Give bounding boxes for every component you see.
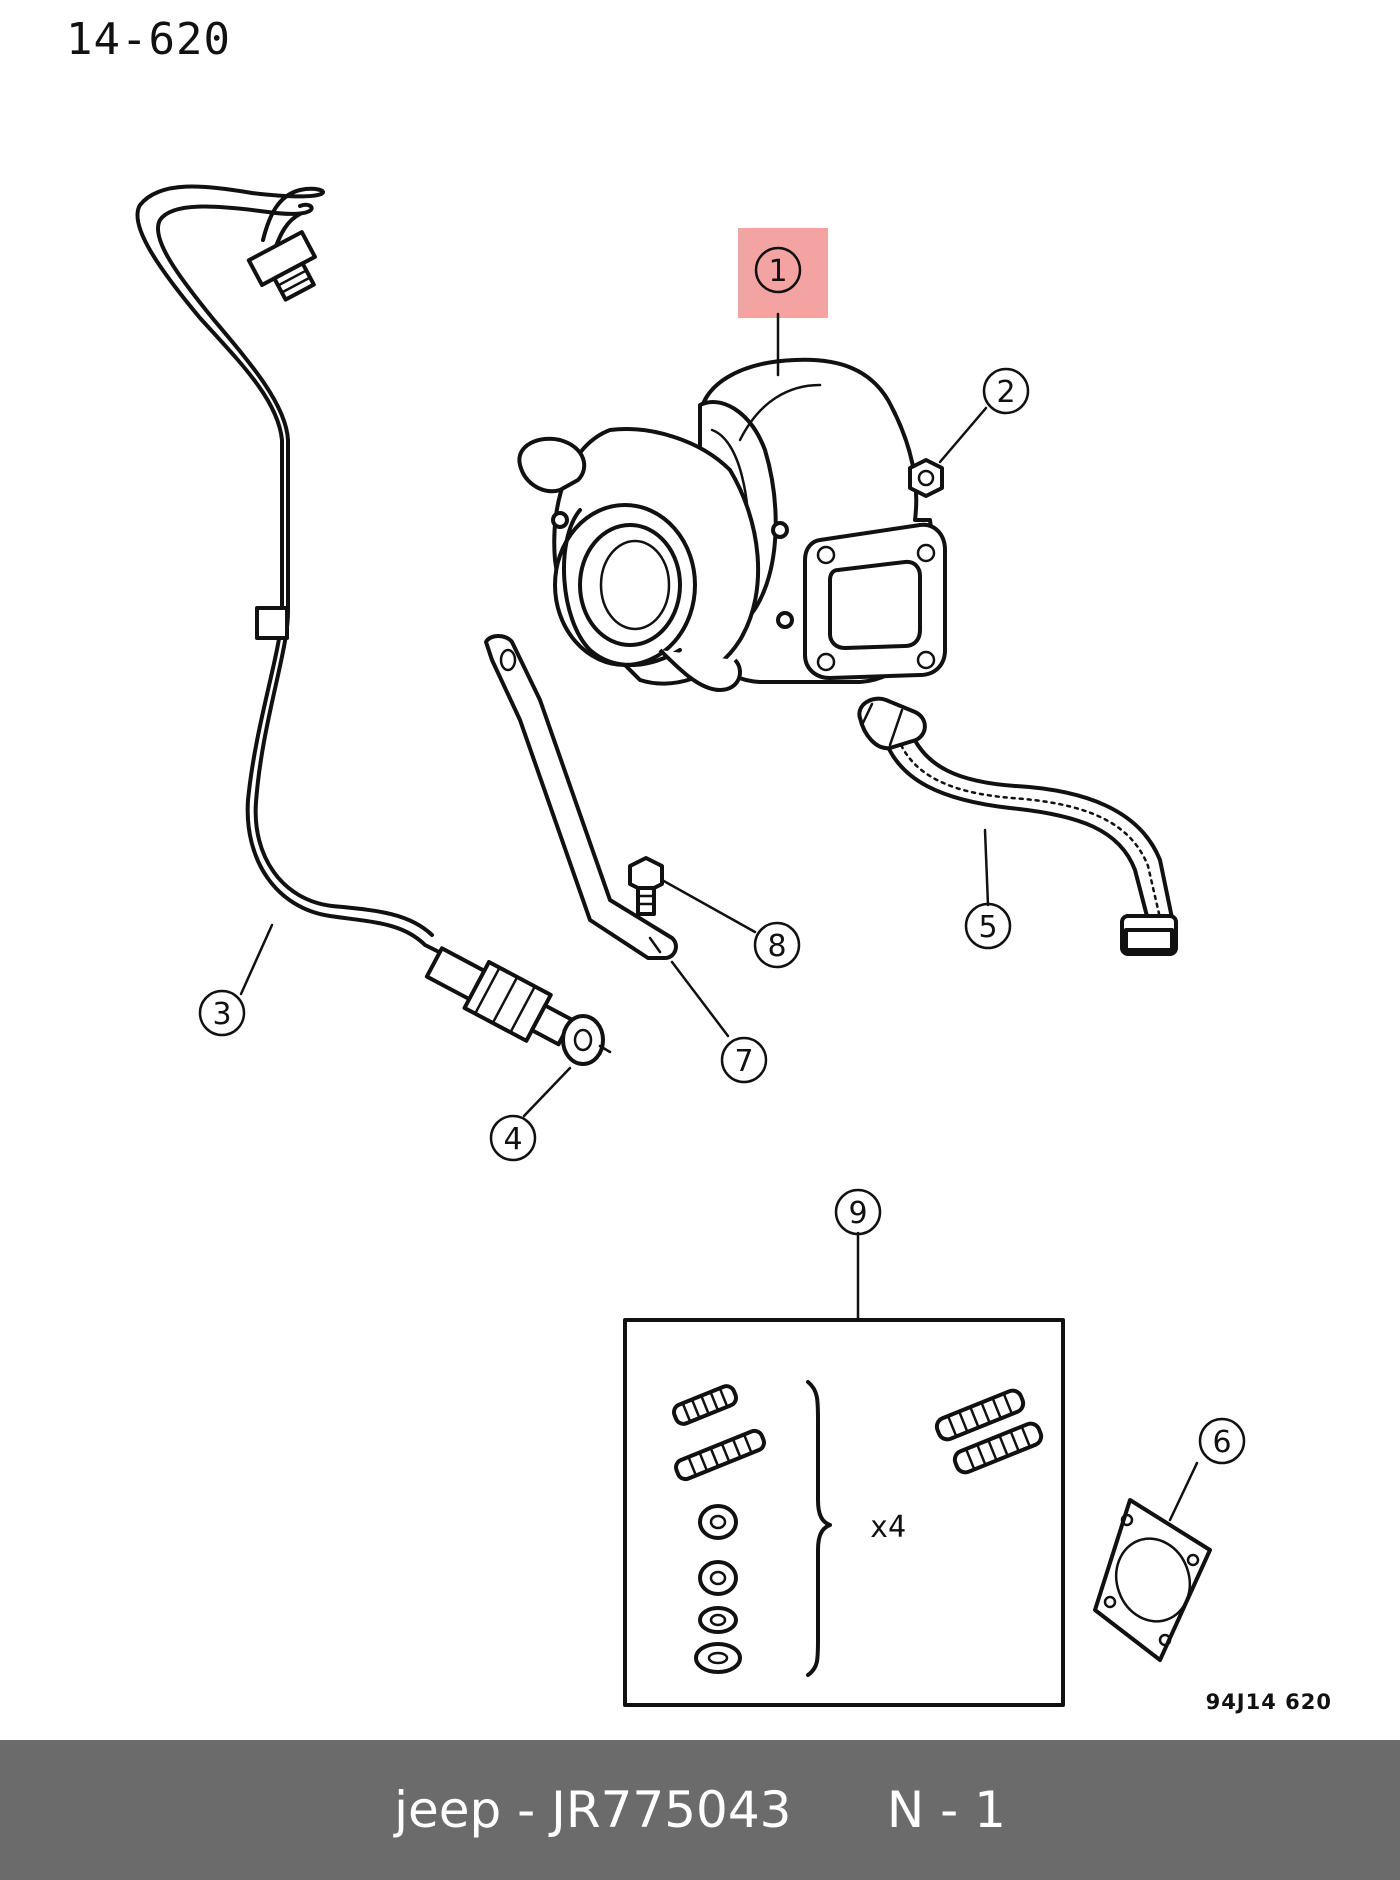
- oil-drain-hose: [857, 696, 1178, 956]
- parts-diagram: x4 1 2 3 4 5: [66, 14, 1332, 1714]
- callout-1: 1: [754, 246, 802, 294]
- callout-7: 7: [720, 1036, 768, 1084]
- oil-feed-line: [135, 184, 574, 1047]
- footer-separator: -: [517, 1781, 536, 1839]
- callout-9-label: 9: [848, 1196, 867, 1231]
- leader-lines: [239, 312, 1199, 1522]
- hardware-kit: x4: [623, 1318, 1065, 1707]
- sealing-washer: [561, 1014, 612, 1066]
- callout-4-label: 4: [503, 1122, 522, 1157]
- footer-part-number: JR775043: [551, 1781, 792, 1839]
- footer-brand: jeep: [394, 1781, 502, 1839]
- flange-gasket: [1093, 1498, 1212, 1662]
- callout-8: 8: [753, 921, 801, 969]
- bracket-bolt: [628, 856, 664, 916]
- diagram-canvas: x4 1 2 3 4 5: [135, 184, 1246, 1707]
- callout-6: 6: [1198, 1417, 1246, 1465]
- mounting-nut: [908, 458, 944, 498]
- support-bracket: [484, 634, 678, 960]
- footer-caption: jeep - JR775043 N - 1: [394, 1781, 1006, 1839]
- footer-position: N - 1: [886, 1781, 1006, 1839]
- figure-code: 94J14 620: [1205, 1690, 1332, 1714]
- callout-5-label: 5: [978, 910, 997, 945]
- kit-quantity-label: x4: [870, 1510, 906, 1545]
- callout-7-label: 7: [734, 1044, 753, 1079]
- callout-8-label: 8: [767, 929, 786, 964]
- callout-2: 2: [982, 367, 1030, 415]
- callout-9: 9: [834, 1188, 882, 1236]
- callout-2-label: 2: [996, 375, 1015, 410]
- callout-6-label: 6: [1212, 1425, 1231, 1460]
- callout-3: 3: [198, 989, 246, 1037]
- callout-1-highlight: [738, 228, 828, 318]
- callout-4: 4: [489, 1114, 537, 1162]
- page-code: 14-620: [66, 14, 231, 65]
- footer-bar: jeep - JR775043 N - 1: [0, 1740, 1400, 1880]
- turbocharger: [517, 357, 947, 692]
- callout-1-label: 1: [768, 254, 787, 289]
- callout-3-label: 3: [212, 997, 231, 1032]
- callout-5: 5: [964, 902, 1012, 950]
